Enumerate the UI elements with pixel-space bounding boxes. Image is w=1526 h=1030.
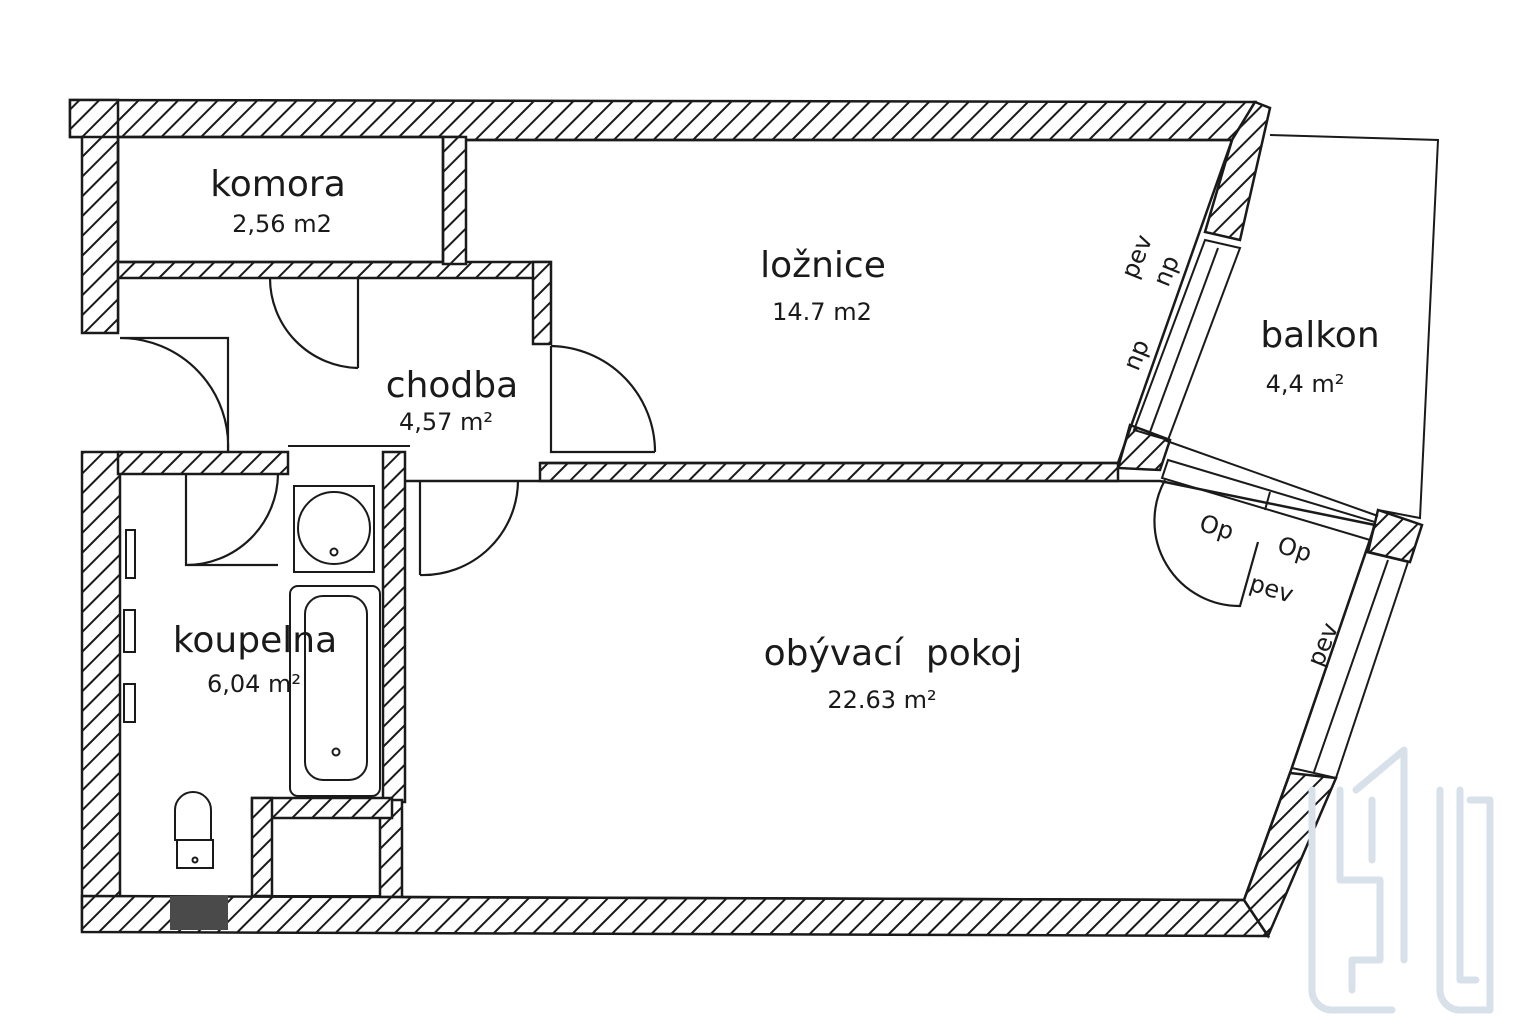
radiator-2 [123, 609, 136, 653]
window-obyvaci-right-inner [1313, 559, 1389, 773]
doors [119, 277, 1260, 608]
room-name-obyvaci: obývací pokoj [764, 633, 1023, 674]
wall-top [68, 98, 1258, 142]
toilet-button [191, 856, 199, 864]
mark-pev-3: pev [1302, 619, 1345, 670]
toilet-tank [176, 839, 214, 869]
wall-right-upper [1203, 100, 1272, 242]
toilet [174, 791, 212, 841]
realty-logo-icon [1308, 746, 1494, 1014]
room-area-chodba: 4,57 m² [399, 408, 493, 436]
balkon-outline [1269, 134, 1440, 520]
wall-shaft-left [250, 796, 274, 898]
door-entrance [119, 336, 230, 453]
radiator-3 [123, 683, 136, 723]
shaft-outline [271, 817, 381, 897]
room-name-loznice: ložnice [760, 245, 886, 286]
door-obyvaci [418, 480, 520, 577]
wall-right-lower [1242, 771, 1338, 939]
washbasin [297, 491, 371, 565]
washbasin-cabinet [293, 485, 375, 573]
wall-bottom [80, 894, 1271, 938]
mark-op-1: Op [1196, 509, 1237, 546]
mark-np-2: np [1118, 336, 1155, 375]
komora-outline [116, 135, 445, 264]
wall-koupelna-right [381, 450, 407, 804]
window-loznice [1132, 238, 1242, 442]
wall-left-upper-b [80, 135, 120, 335]
window-divider [1264, 491, 1271, 511]
window-obyvaci-right [1290, 550, 1410, 780]
washbasin-drain [329, 547, 339, 557]
labels: komora 2,56 m2 ložnice 14.7 m2 chodba 4,… [173, 164, 1380, 714]
window-obyvaci-top [1160, 458, 1377, 542]
door-balkon [1153, 479, 1260, 608]
room-area-loznice: 14.7 m2 [772, 298, 872, 326]
fixtures [123, 485, 381, 869]
room-name-komora: komora [210, 164, 346, 205]
wall-corner-pillar [1116, 423, 1172, 472]
door-loznice [549, 344, 657, 454]
wall-chodba-right [531, 260, 553, 346]
mark-pev-2: pev [1246, 569, 1296, 609]
wall-left-lower [80, 450, 122, 932]
window-loznice-inner [1149, 247, 1219, 433]
room-name-balkon: balkon [1260, 315, 1379, 356]
room-name-koupelna: koupelna [173, 620, 337, 661]
wall-komora-right [441, 135, 468, 266]
walls [68, 98, 1424, 939]
bathtub-drain [331, 747, 341, 757]
room-area-komora: 2,56 m2 [232, 210, 332, 238]
room-outlines [116, 134, 1440, 930]
mark-np-1: np [1148, 252, 1185, 291]
loznice-outline [466, 138, 1234, 465]
room-area-obyvaci: 22.63 m² [827, 686, 936, 714]
room-area-koupelna: 6,04 m² [207, 670, 301, 698]
wall-chodba-bottom [116, 450, 290, 476]
room-area-balkon: 4,4 m² [1266, 370, 1345, 398]
meter-box [170, 896, 228, 930]
door-komora [268, 277, 360, 370]
radiator-1 [125, 529, 136, 579]
bathtub-inner [304, 595, 368, 781]
wall-loznice-bottom [538, 461, 1120, 483]
bathtub [289, 585, 381, 797]
mark-op-2: Op [1274, 531, 1315, 568]
windows [1132, 238, 1410, 780]
wall-komora-bottom [116, 260, 552, 280]
balkon-side [1163, 439, 1379, 517]
room-name-chodba: chodba [386, 365, 518, 406]
door-koupelna [184, 473, 280, 567]
